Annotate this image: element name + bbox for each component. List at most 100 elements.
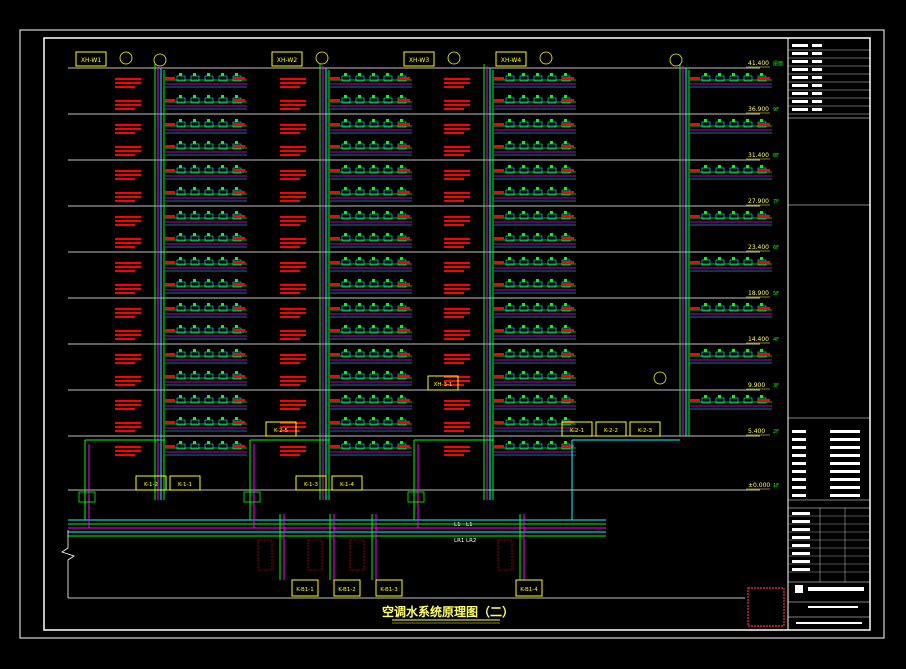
pipe-size-tag [690,307,700,310]
pipe-size-tag [398,215,410,218]
floor-elevation: 23.400 [748,244,769,251]
valve-mark [550,395,553,398]
valve-mark [207,417,210,420]
valve-mark [522,233,525,236]
valve-mark [536,165,539,168]
pipe-size-tag [758,353,770,356]
valve-mark [221,119,224,122]
drawing-title: 空调水系统原理图（二） [382,604,514,619]
valve-mark [386,233,389,236]
valve-mark [179,73,182,76]
note-line [444,450,470,452]
note-line [280,316,300,318]
valve-mark [358,303,361,306]
valve-mark [221,279,224,282]
valve-mark [207,279,210,282]
basement-unit-label: K-B1-3 [380,587,398,593]
pipe-size-tag [233,123,245,126]
valve-mark [386,211,389,214]
note-line [115,400,141,402]
valve-mark [179,371,182,374]
valve-mark [235,187,238,190]
pipe-size-tag [398,399,410,402]
valve-mark [550,119,553,122]
valve-mark [235,165,238,168]
valve-mark [207,395,210,398]
valve-mark [193,417,196,420]
tb-row [792,92,808,95]
note-line [444,312,470,314]
pipe-size-tag [233,421,245,424]
note-line [115,308,141,310]
valve-mark [193,279,196,282]
note-line [280,170,306,172]
pipe-size-tag [494,237,504,240]
pipe-size-tag [165,191,175,194]
valve-mark [704,395,707,398]
valve-mark [235,141,238,144]
pipe-size-tag [233,307,245,310]
tb-row [792,552,810,555]
valve-mark [372,211,375,214]
pipe-size-tag [494,375,504,378]
pipe-size-tag [562,307,574,310]
valve-mark [550,73,553,76]
valve-mark [179,95,182,98]
pipe-size-tag [562,261,574,264]
pump-symbol [539,51,553,65]
tb-row [792,100,808,103]
note-line [444,146,470,148]
note-line [115,430,135,432]
pump-symbol [653,371,667,385]
pipe-size-tag [562,399,574,402]
valve-mark [536,211,539,214]
tb-row [830,438,860,441]
note-line [280,154,300,156]
floor-tag: 屋面 [773,61,783,67]
note-line [444,384,464,386]
note-line [280,220,306,222]
tb-row [792,478,806,481]
valve-mark [344,211,347,214]
note-line [280,334,306,336]
valve-mark [221,73,224,76]
valve-mark [235,325,238,328]
pipe-size-tag [233,353,245,356]
valve-mark [760,349,763,352]
tb-row [830,470,860,473]
note-line [280,86,300,88]
note-line [280,216,306,218]
valve-mark [718,119,721,122]
valve-mark [718,257,721,260]
note-line [115,454,135,456]
roof-unit-label: XH-W4 [501,57,521,64]
valve-mark [536,349,539,352]
valve-mark [536,257,539,260]
valve-mark [760,165,763,168]
valve-mark [732,119,735,122]
note-line [280,174,306,176]
valve-mark [235,371,238,374]
riser-tag: LR2 [466,538,476,544]
valve-mark [564,165,567,168]
valve-mark [732,303,735,306]
valve-mark [358,257,361,260]
note-line [115,132,135,134]
note-line [444,174,470,176]
valve-mark [207,165,210,168]
floor-tag: 1F [773,483,779,489]
valve-mark [372,95,375,98]
valve-mark [207,325,210,328]
valve-mark [358,119,361,122]
valve-mark [193,211,196,214]
floor-tag: 3F [773,383,779,389]
pipe-size-tag [330,353,340,356]
note-line [115,358,141,360]
floor-tag: 9F [773,107,779,113]
pipe-size-tag [165,145,175,148]
valve-mark [564,233,567,236]
tb-row [812,68,822,71]
valve-mark [235,279,238,282]
valve-mark [760,73,763,76]
ahu-label: K-1-2 [144,482,158,488]
